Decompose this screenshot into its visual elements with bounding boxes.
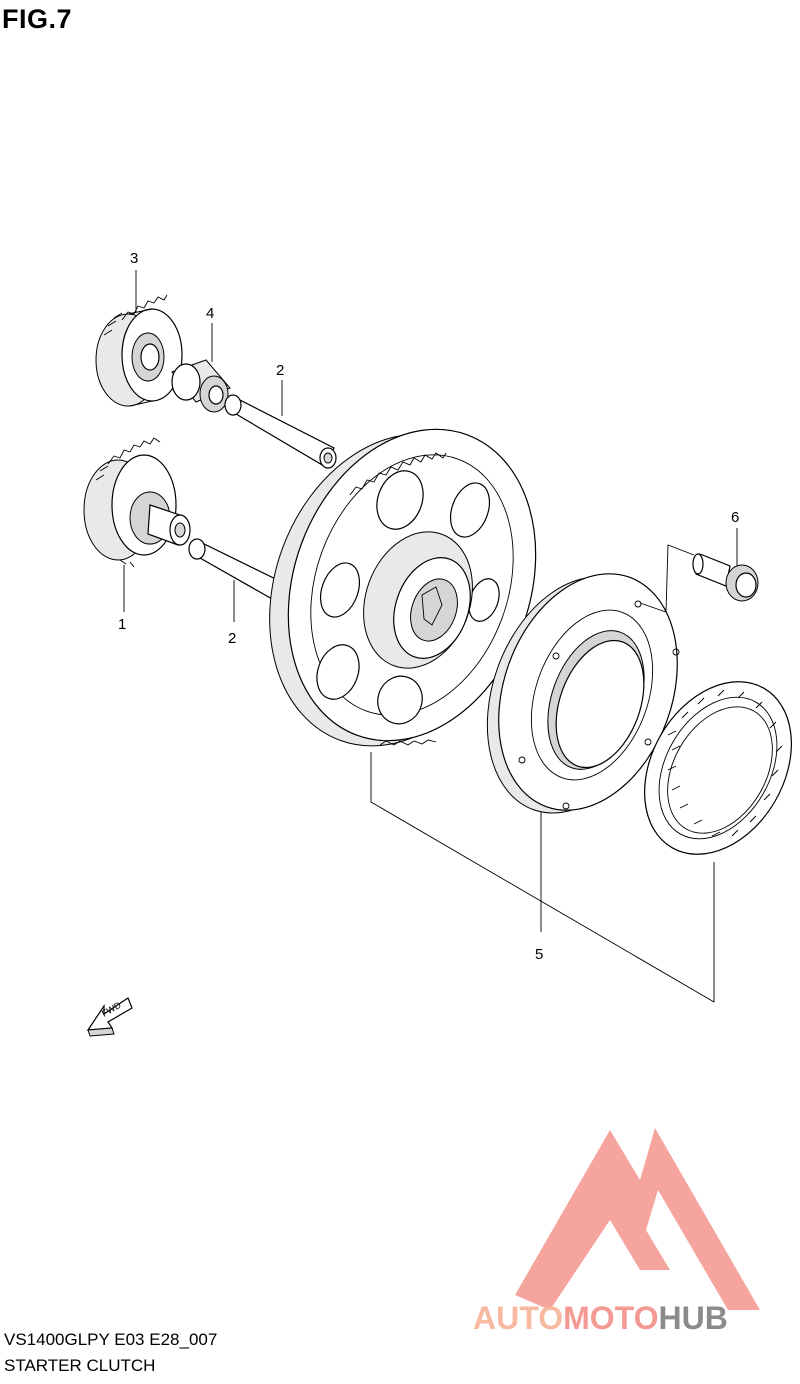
leader-6-hole xyxy=(639,544,695,613)
automotohub-logo xyxy=(515,1128,760,1310)
part-3-idler-gear[interactable] xyxy=(95,294,183,407)
part-1-starter-idler-gear[interactable] xyxy=(83,437,191,568)
callout-4: 4 xyxy=(206,305,214,322)
part-4-bushing[interactable] xyxy=(171,359,231,413)
part-2-shaft-upper[interactable] xyxy=(224,394,337,469)
logo-word-hub: HUB xyxy=(658,1300,728,1336)
fwd-arrow-icon: FWD xyxy=(86,997,133,1037)
logo-mark-icon xyxy=(515,1128,760,1310)
logo-word-auto: AUTO xyxy=(473,1300,564,1336)
figure-title: FIG.7 xyxy=(2,4,73,34)
part-5-clutch-housing[interactable] xyxy=(456,549,708,838)
callout-6: 6 xyxy=(731,509,739,526)
logo-wordmark: AUTOMOTOHUB xyxy=(473,1300,728,1337)
callout-2a: 2 xyxy=(276,362,284,379)
part-5-one-way-clutch[interactable] xyxy=(615,655,800,880)
logo-word-moto: MOTO xyxy=(563,1300,659,1336)
footer-assembly-name: STARTER CLUTCH xyxy=(4,1356,156,1375)
callout-5: 5 xyxy=(535,946,543,963)
footer-model-code: VS1400GLPY E03 E28_007 xyxy=(4,1330,218,1349)
part-6-bolt[interactable] xyxy=(692,553,759,602)
callout-3: 3 xyxy=(130,250,138,267)
callout-2b: 2 xyxy=(228,630,236,647)
leader-5-bracket xyxy=(370,752,715,1003)
callout-1: 1 xyxy=(118,616,126,633)
part-5-starter-driven-gear[interactable] xyxy=(228,394,578,781)
